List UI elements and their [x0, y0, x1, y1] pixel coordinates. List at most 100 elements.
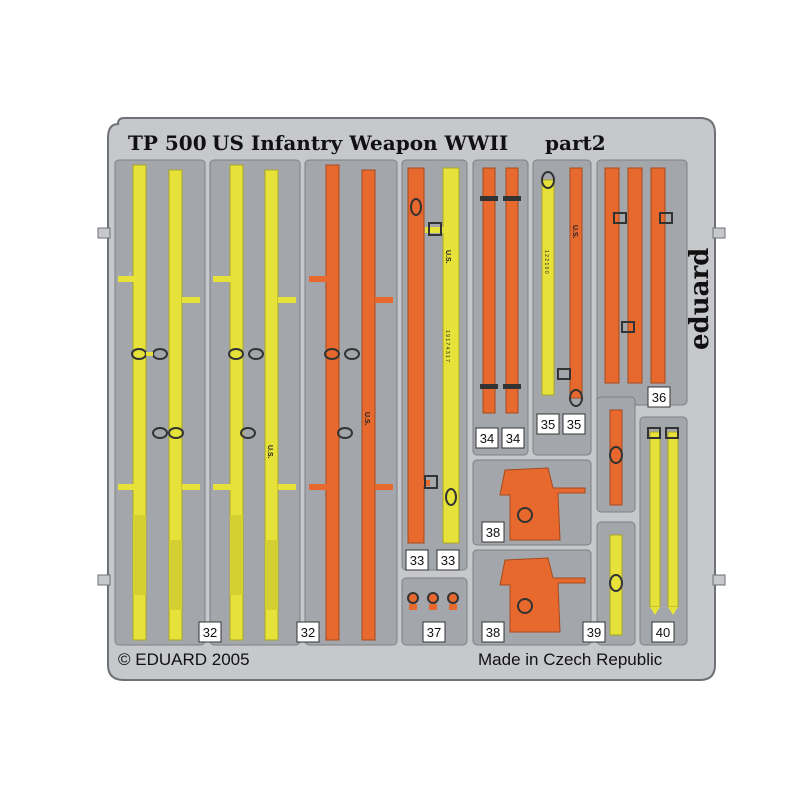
fret-code: TP 500: [128, 131, 207, 155]
part-number-38: 38: [486, 525, 500, 540]
strap-mark-us: U.S.: [444, 250, 451, 264]
part-number-box: [198, 621, 222, 643]
part-number-box: [651, 621, 675, 643]
strap-yellow: [649, 431, 661, 608]
part-number-33: 33: [441, 553, 455, 568]
part-number-box: [422, 621, 446, 643]
buckle-icon: [424, 475, 438, 489]
slot-32c: [304, 159, 398, 646]
buckle-icon: [621, 321, 635, 333]
buckle-icon: [609, 574, 623, 592]
part-number-39: 39: [587, 625, 601, 640]
part-number-34: 34: [506, 431, 520, 446]
strap-group-34: [480, 167, 521, 414]
strap-mark-us: U.S.: [571, 225, 578, 239]
part-number-box: [536, 413, 560, 435]
strap-group-32a: [118, 164, 200, 641]
buckle-icon: [240, 427, 256, 439]
part-number-box: [501, 427, 525, 449]
part-number-box: [475, 427, 499, 449]
strap-orange: [569, 167, 583, 399]
buckle-icon: [445, 488, 457, 506]
strap-yellow: [264, 169, 279, 641]
buckle-icon: [428, 222, 442, 236]
fret-title: US Infantry Weapon WWII: [212, 131, 508, 155]
buckle-icon: [665, 427, 679, 439]
strap-orange: [650, 167, 666, 384]
strap-mark-code: 1 9 1 7 4 3 1 7: [444, 330, 450, 362]
edge-tab: [97, 227, 111, 239]
buckle-icon: [344, 348, 360, 360]
brand-logo: eduard: [685, 248, 715, 350]
strap-group-32c: U.S.: [309, 164, 393, 641]
strap-orange: [627, 167, 643, 384]
strap-orange: [361, 169, 376, 641]
strap-yellow: [609, 534, 623, 636]
part-number-38: 38: [486, 625, 500, 640]
buckle-icon: [248, 348, 264, 360]
buckle-icon: [447, 592, 459, 604]
strap-orange: [505, 167, 519, 414]
buckle-icon: [659, 212, 673, 224]
part-number-box: [481, 621, 505, 643]
buckle-icon: [557, 368, 571, 380]
slot-40: [639, 416, 688, 646]
strap-group-35: 1 2 2 1 0 0 U.S.: [541, 167, 583, 407]
edge-tab: [712, 227, 726, 239]
buckle-icon: [407, 592, 419, 604]
part-number-box: [582, 621, 606, 643]
buckle-icon: [427, 592, 439, 604]
slot-32a: [114, 159, 206, 646]
slot-34: [472, 159, 529, 456]
buckle-icon: [152, 427, 168, 439]
part-number-34: 34: [480, 431, 494, 446]
part-number-35: 35: [541, 417, 555, 432]
strap-mark-us: U.S.: [266, 445, 273, 459]
strap-yellow: [667, 431, 679, 608]
part-number-box: [436, 549, 460, 571]
holster-38a: [499, 467, 586, 541]
strap-yellow: [442, 167, 460, 544]
part-number-32: 32: [301, 625, 315, 640]
fret-part: part2: [545, 131, 606, 155]
strap-group-33: U.S. 1 9 1 7 4 3 1 7: [407, 167, 460, 544]
emblem-icon: [517, 507, 533, 523]
strap-orange: [609, 409, 623, 506]
buckle-group-37: [407, 592, 459, 610]
strap-yellow: [541, 179, 555, 396]
strap-yellow: [168, 169, 183, 641]
strap-group-40: [647, 427, 679, 615]
buckle-icon: [168, 427, 184, 439]
part-number-32: 32: [203, 625, 217, 640]
emblem-icon: [517, 598, 533, 614]
buckle-icon: [228, 348, 244, 360]
part-number-box: [481, 521, 505, 543]
part-number-40: 40: [656, 625, 670, 640]
copyright-text: © EDUARD 2005: [118, 650, 250, 669]
strap-orange: [407, 167, 425, 544]
origin-text: Made in Czech Republic: [478, 650, 663, 669]
buckle-icon: [337, 427, 353, 439]
buckle-icon: [647, 427, 661, 439]
buckle-icon: [324, 348, 340, 360]
part-number-35: 35: [567, 417, 581, 432]
part-number-36: 36: [652, 390, 666, 405]
part-number-box: [405, 549, 429, 571]
strap-group-36: [604, 167, 673, 384]
part-number-box: [296, 621, 320, 643]
part-number-37: 37: [427, 625, 441, 640]
part-number-box: [647, 386, 671, 408]
part-number-box: [562, 413, 586, 435]
edge-tab: [97, 574, 111, 586]
buckle-icon: [410, 198, 422, 216]
holster-38b: [499, 557, 586, 633]
buckle-icon: [569, 389, 583, 407]
slot-32b: [209, 159, 301, 646]
part-number-33: 33: [410, 553, 424, 568]
buckle-icon: [609, 446, 623, 464]
buckle-icon: [613, 212, 627, 224]
strap-orange: [325, 164, 340, 641]
strap-group-32b: U.S.: [213, 164, 296, 641]
strap-mark-code: 1 2 2 1 0 0: [543, 250, 549, 274]
